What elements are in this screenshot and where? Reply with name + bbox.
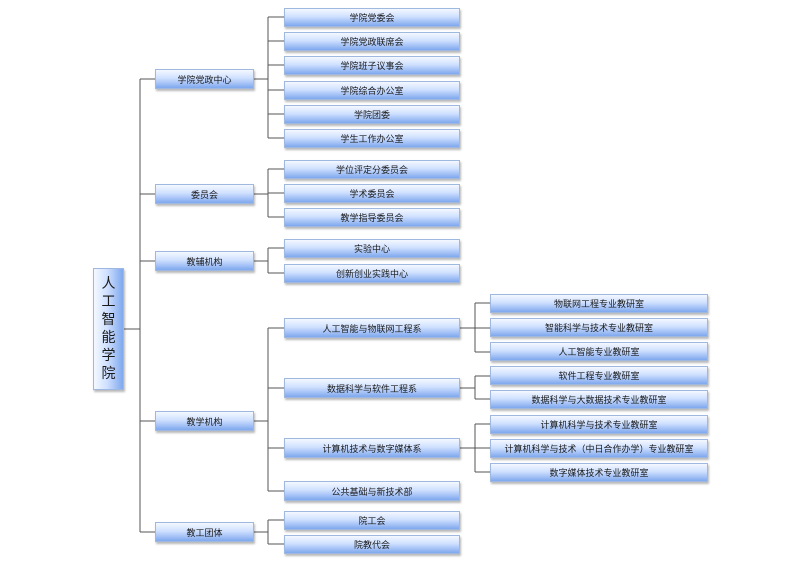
- node-lab-center: 实验中心: [284, 239, 460, 258]
- node-leadership-meeting: 学院班子议事会: [284, 56, 460, 75]
- node-iot-teaching-office: 物联网工程专业教研室: [490, 294, 708, 313]
- node-party-admin-center: 学院党政中心: [155, 69, 254, 89]
- node-staff-groups: 教工团体: [155, 522, 254, 542]
- root-char: 院: [101, 366, 116, 382]
- node-student-affairs-office: 学生工作办公室: [284, 129, 460, 148]
- node-degree-committee: 学位评定分委员会: [284, 160, 460, 179]
- root-char: 工: [101, 294, 116, 310]
- node-academic-committee: 学术委员会: [284, 184, 460, 203]
- root-char: 人: [101, 276, 116, 292]
- node-data-software-dept: 数据科学与软件工程系: [284, 378, 460, 398]
- node-teaching-support: 教辅机构: [155, 251, 254, 271]
- node-general-office: 学院综合办公室: [284, 81, 460, 100]
- node-cs-office: 计算机科学与技术专业教研室: [490, 415, 708, 434]
- node-ai-teaching-office: 人工智能专业教研室: [490, 342, 708, 361]
- node-intelligent-science-office: 智能科学与技术专业教研室: [490, 318, 708, 337]
- node-digital-media-office: 数字媒体技术专业教研室: [490, 463, 708, 482]
- node-committees: 委员会: [155, 184, 254, 204]
- node-computing-media-dept: 计算机技术与数字媒体系: [284, 438, 460, 458]
- node-staff-congress: 院教代会: [284, 535, 460, 554]
- root-char: 智: [101, 312, 116, 328]
- node-party-committee: 学院党委会: [284, 8, 460, 27]
- root-char: 学: [101, 348, 116, 364]
- node-teaching-units: 教学机构: [155, 411, 254, 431]
- node-innovation-center: 创新创业实践中心: [284, 264, 460, 283]
- node-cs-sino-japan-office: 计算机科学与技术（中日合作办学）专业教研室: [490, 439, 708, 458]
- node-teaching-guidance-committee: 教学指导委员会: [284, 208, 460, 227]
- node-foundation-dept: 公共基础与新技术部: [284, 481, 460, 501]
- node-software-eng-office: 软件工程专业教研室: [490, 366, 708, 385]
- root-char: 能: [101, 330, 116, 346]
- node-ai-iot-dept: 人工智能与物联网工程系: [284, 318, 460, 338]
- node-big-data-office: 数据科学与大数据技术专业教研室: [490, 390, 708, 409]
- root-node: 人 工 智 能 学 院: [93, 268, 124, 390]
- node-labor-union: 院工会: [284, 511, 460, 530]
- node-youth-league: 学院团委: [284, 105, 460, 124]
- node-joint-meeting: 学院党政联席会: [284, 32, 460, 51]
